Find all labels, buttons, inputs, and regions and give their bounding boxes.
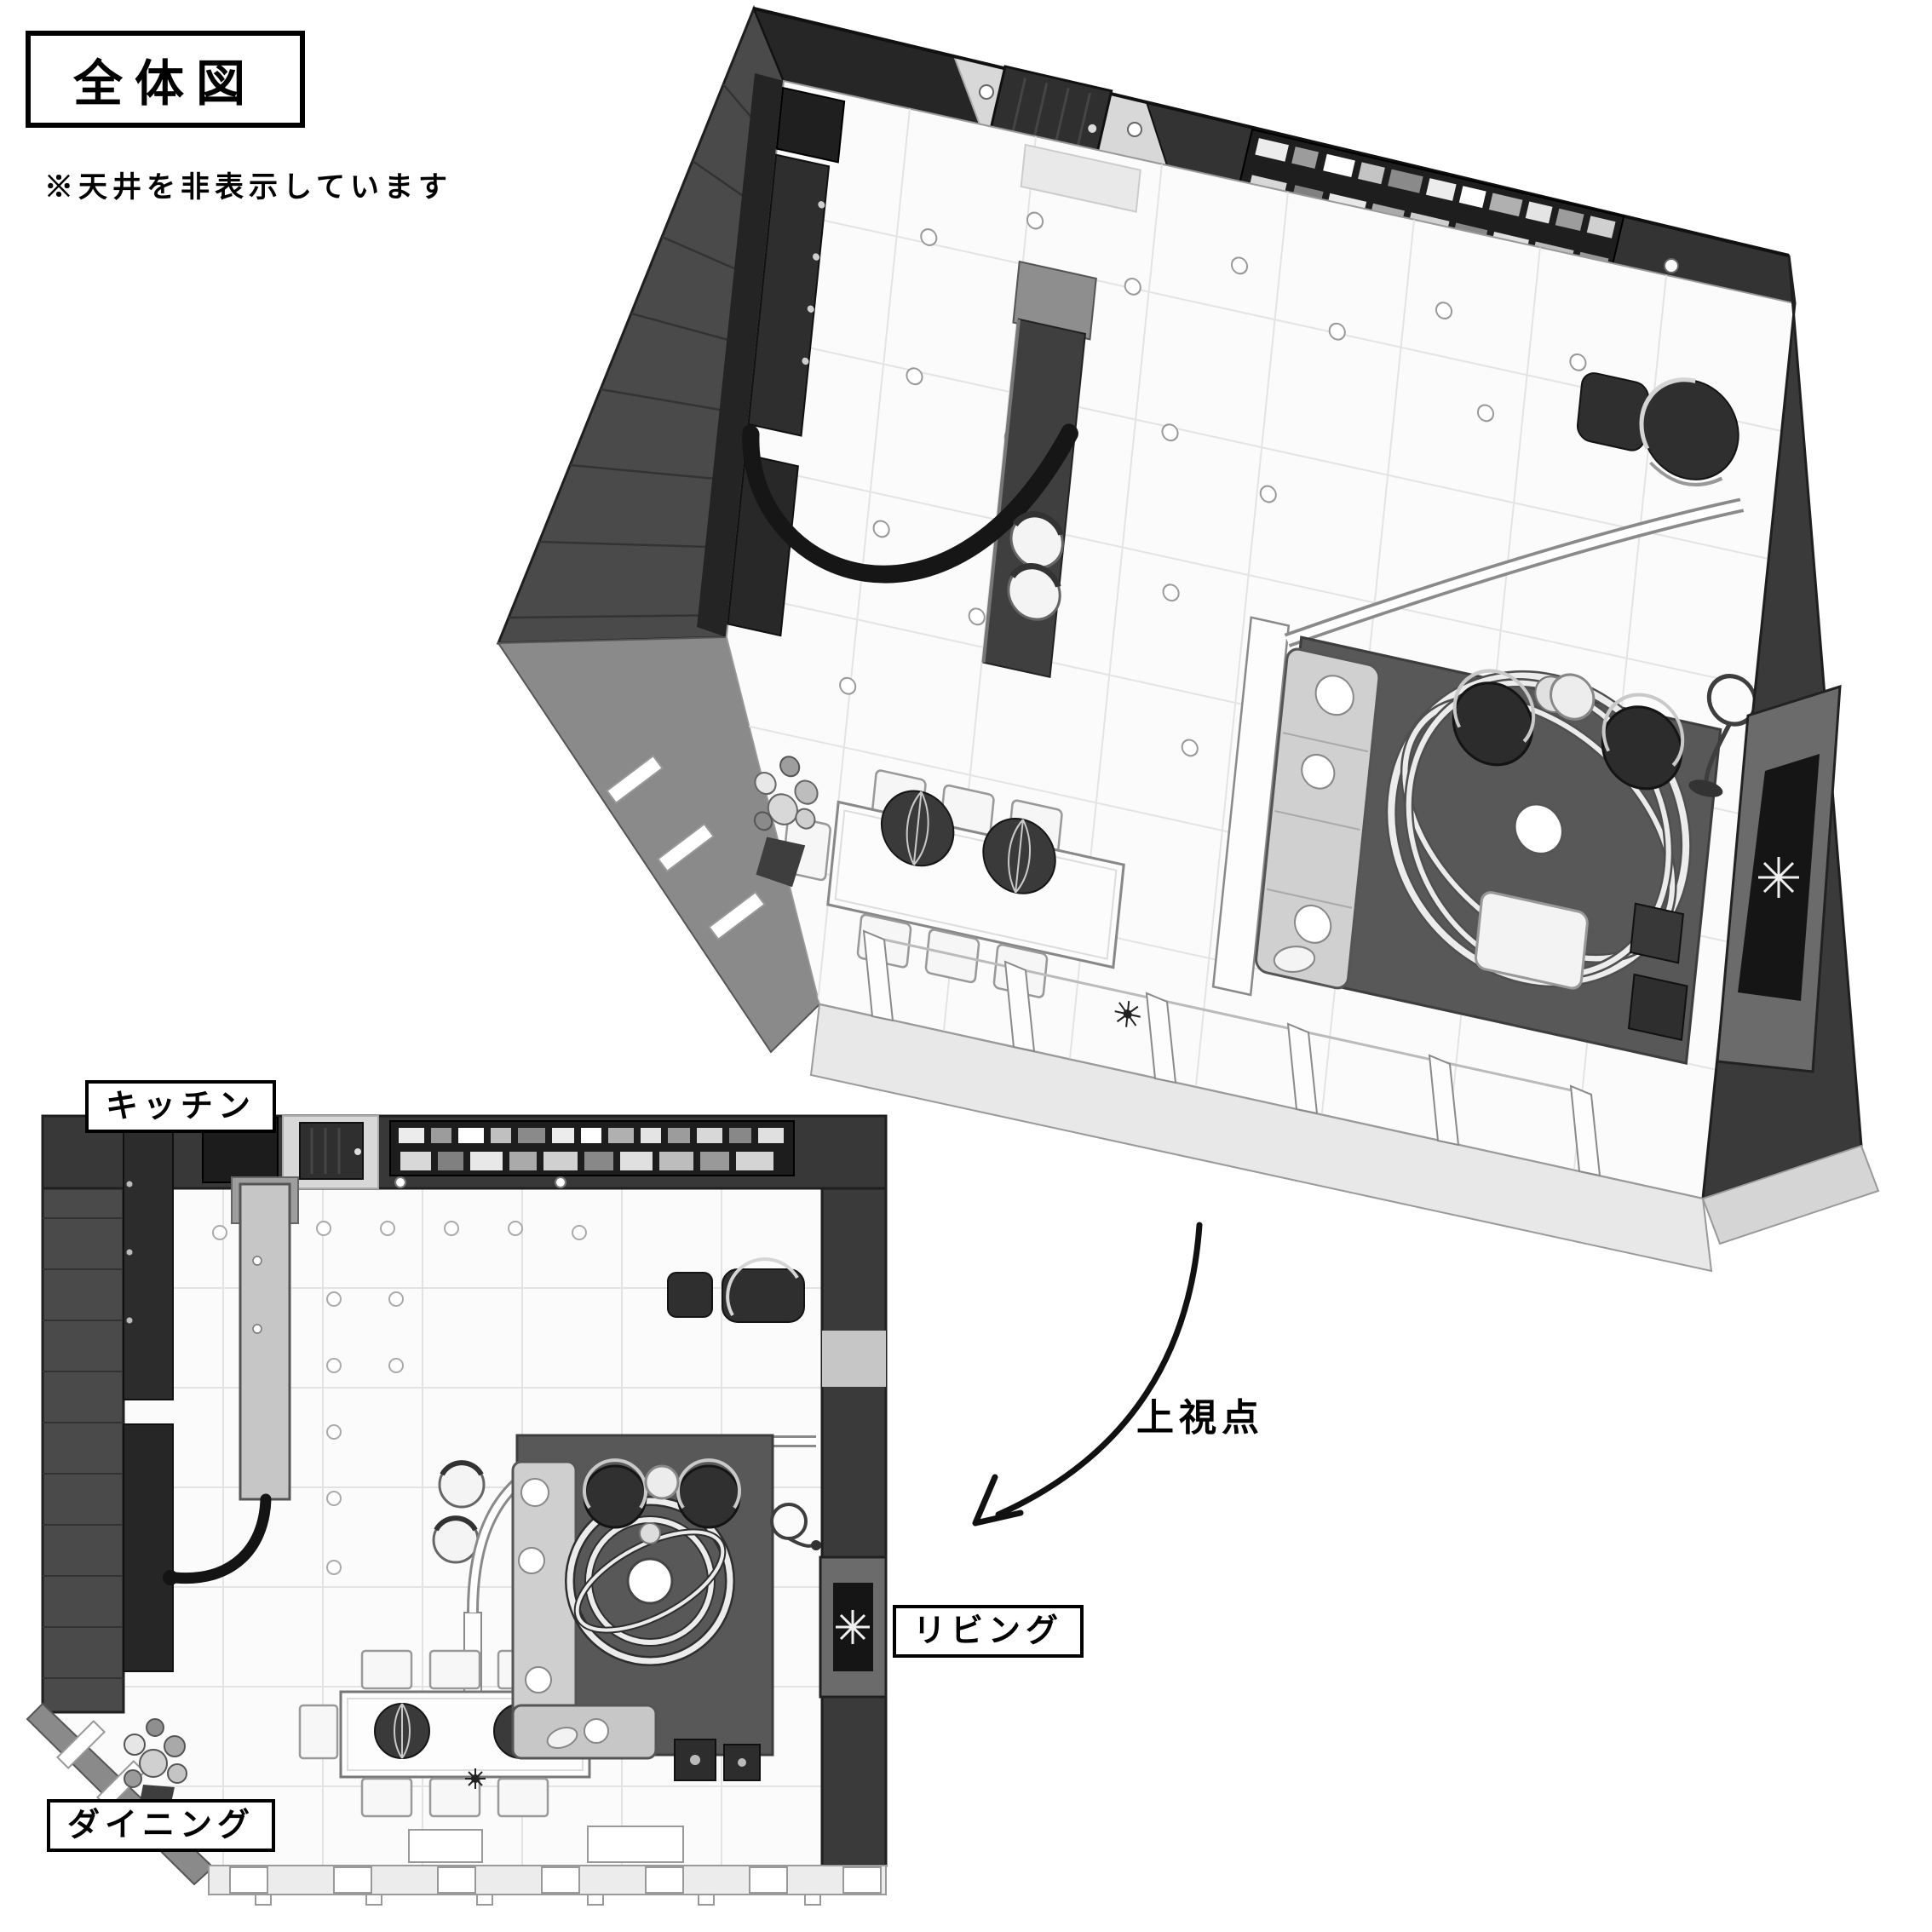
plan-right-wall [819,1187,888,1867]
isometric-view [496,5,1880,1273]
viewpoint-arrow [972,1222,1203,1527]
viewpoint-label: 上視点 [1136,1397,1264,1439]
living-label: リビング [893,1605,1084,1658]
plan-kitchen [123,1130,486,1672]
plan-left-wall [41,1114,125,1714]
plan-pendant-cord [169,1493,272,1584]
coffee-table [1474,891,1589,990]
plan-armchair [583,1458,647,1529]
plan-shelf-items [399,1128,784,1170]
pendant-lamp [982,818,1056,894]
flame-icon [1758,857,1799,898]
small-flower [1114,1000,1141,1027]
plan-lounge-chair [667,1257,805,1323]
end-table [1629,902,1685,964]
wall-light [1664,258,1679,273]
dining-set [781,769,1125,998]
side-table [1550,673,1596,721]
bar-stool [1007,562,1061,621]
plan-small-flower [465,1768,486,1789]
plan-living [465,1257,821,1789]
pendant-cord [742,423,1078,584]
front-window-wall [809,929,1713,1273]
plan-ring-sculpture [565,1496,735,1666]
round-armchair [1452,669,1536,767]
plan-end-table [723,1744,761,1781]
plan-side-table [644,1464,680,1500]
plan-pendant-lamp [374,1703,430,1759]
wall-light [979,84,994,100]
page-title: 全体図 [72,56,257,112]
kitchen-label: キッチン [85,1080,277,1133]
plan-flame-icon [836,1610,870,1644]
round-armchair [1601,693,1685,791]
end-table [1627,973,1688,1042]
curved-rail [1285,501,1744,645]
right-wall [1701,255,1880,1245]
fireplace [1716,684,1842,1073]
plan-armchair [676,1458,741,1529]
title-box: 全体図 [26,31,305,128]
partition-wall [1211,616,1291,997]
sofa [1255,647,1381,990]
kitchen-counters [727,86,846,637]
plant [753,756,819,888]
plan-bar-stool [432,1515,480,1564]
top-down-view [26,1114,888,1906]
ceiling-note: ※天井を非表示しています [44,171,452,204]
plan-floor-lamp [770,1503,821,1550]
lounge-chair [1576,372,1739,486]
dining-label: ダイニング [47,1799,276,1852]
floor-lamp [1688,674,1758,797]
plan-bar-stool [438,1460,486,1509]
wall-light [1127,122,1142,137]
door-mat [1020,143,1141,213]
pendant-lamp [880,790,955,867]
plan-window-band [208,1826,887,1906]
downlights [839,211,1587,757]
left-wall [496,5,785,645]
bay-window-wall [497,635,821,1054]
floor-and-furniture [704,79,1797,1199]
